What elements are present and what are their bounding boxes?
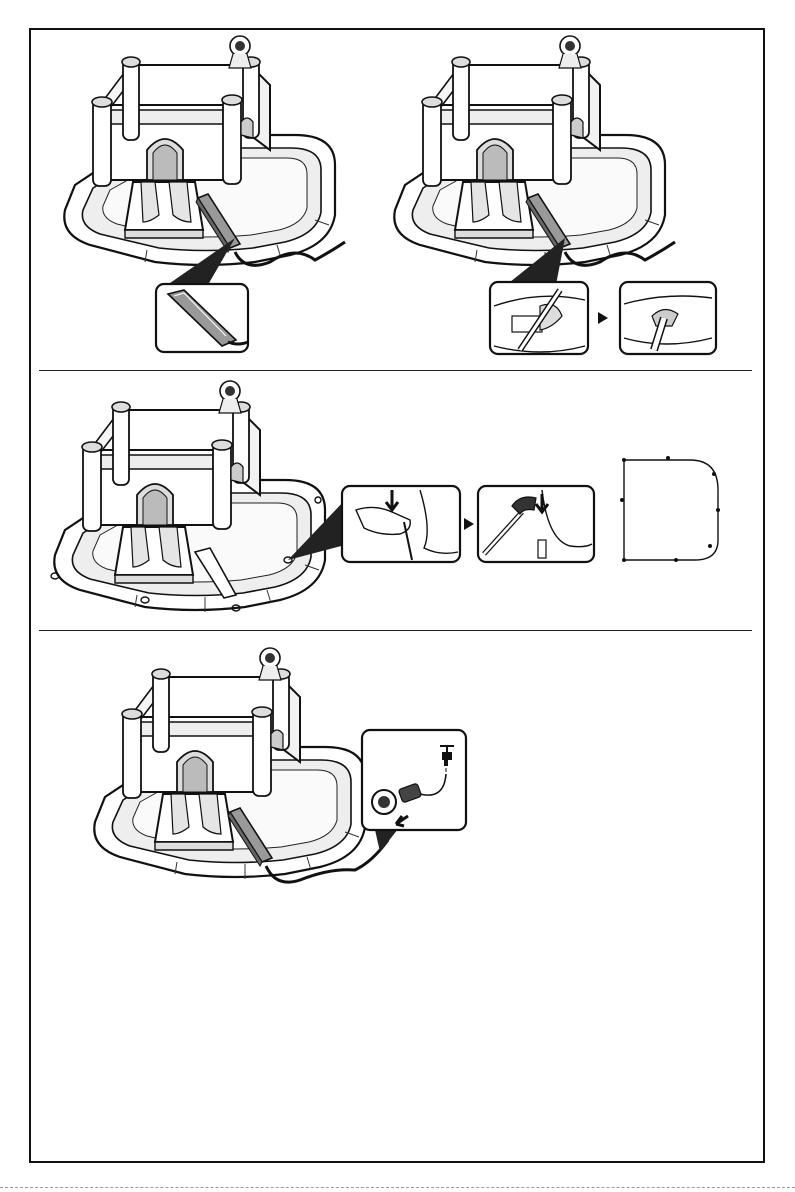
arrow-right-icon [464, 518, 474, 530]
arrow-right-icon [598, 312, 608, 324]
step1-house-left [64, 36, 335, 267]
step2-topview-outline [624, 460, 718, 560]
step1-house-right [394, 36, 665, 267]
step2-house [54, 381, 325, 612]
step3-house [94, 648, 365, 879]
